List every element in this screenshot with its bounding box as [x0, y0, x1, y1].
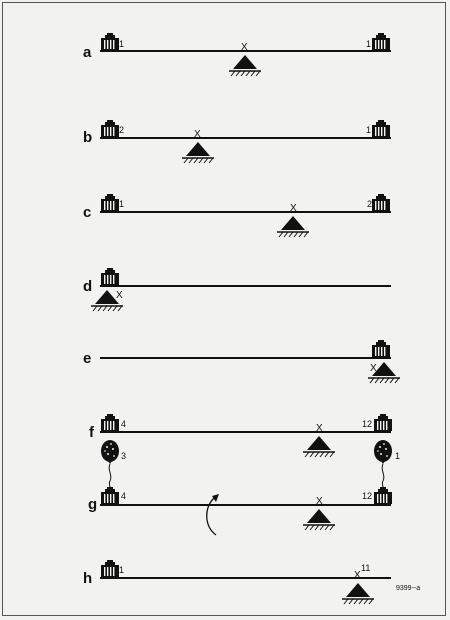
row-letter-h: h [83, 570, 92, 587]
lever-row-f: f 4 12 X 3 1 [89, 414, 400, 489]
balloon-icon [374, 440, 392, 464]
fulcrum-label: X [241, 42, 248, 53]
fulcrum-icon [277, 216, 309, 237]
weight-icon [372, 194, 390, 211]
weight-icon [374, 487, 392, 504]
fulcrum-icon [342, 583, 374, 604]
lever-row-a: a 1 1 X [83, 33, 391, 76]
right-weight-label: 12 [362, 419, 372, 429]
fulcrum-label: X [316, 496, 323, 507]
weight-icon [372, 33, 390, 50]
fulcrum-icon [303, 436, 335, 457]
weight-icon [101, 120, 119, 137]
row-letter-d: d [83, 278, 92, 295]
weight-icon [101, 414, 119, 431]
row-letter-g: g [88, 496, 97, 513]
left-weight-label: 1 [119, 39, 124, 49]
row-letter-f: f [89, 424, 95, 441]
fulcrum-icon [182, 142, 214, 163]
balloon-string [382, 464, 384, 489]
balloon-icon [101, 440, 119, 464]
fulcrum-label: X [116, 290, 123, 301]
right-weight-label: 1 [366, 39, 371, 49]
left-weight-label: 1 [119, 565, 124, 575]
lever-row-g: g 4 12 X [88, 487, 392, 535]
right-weight-label: 11 [361, 563, 370, 573]
right-weight-label: 12 [362, 491, 372, 501]
fulcrum-label: X [354, 570, 361, 581]
right-balloon-label: 1 [395, 451, 400, 461]
fulcrum-icon [229, 55, 261, 76]
lever-row-d: d X [83, 268, 391, 311]
row-letter-e: e [83, 350, 91, 367]
left-weight-label: 4 [121, 419, 126, 429]
fulcrum-label: X [194, 129, 201, 140]
balloon-string [109, 464, 111, 489]
lever-row-b: b 2 1 X [83, 120, 391, 163]
fulcrum-label: X [316, 423, 323, 434]
weight-icon [101, 33, 119, 50]
left-weight-label: 1 [119, 199, 124, 209]
fulcrum-label: X [290, 203, 297, 214]
lever-row-c: c 1 2 X [83, 194, 391, 237]
lever-row-e: e X [83, 340, 400, 383]
right-weight-label: 1 [366, 125, 371, 135]
weight-icon [374, 414, 392, 431]
figure-code: 9399--a [396, 585, 420, 592]
left-weight-label: 4 [121, 491, 126, 501]
row-letter-b: b [83, 129, 92, 146]
weight-icon [101, 560, 119, 577]
row-letter-c: c [83, 204, 91, 221]
weight-icon [101, 268, 119, 285]
weight-icon [101, 487, 119, 504]
row-letter-a: a [83, 44, 92, 61]
weight-icon [372, 340, 390, 357]
lever-row-h: h 1 X 11 [83, 560, 391, 604]
rotation-arrow-icon [207, 494, 219, 535]
left-balloon-label: 3 [121, 451, 126, 461]
left-weight-label: 2 [119, 125, 124, 135]
weight-icon [101, 194, 119, 211]
right-weight-label: 2 [367, 199, 372, 209]
weight-icon [372, 120, 390, 137]
fulcrum-icon [303, 509, 335, 530]
